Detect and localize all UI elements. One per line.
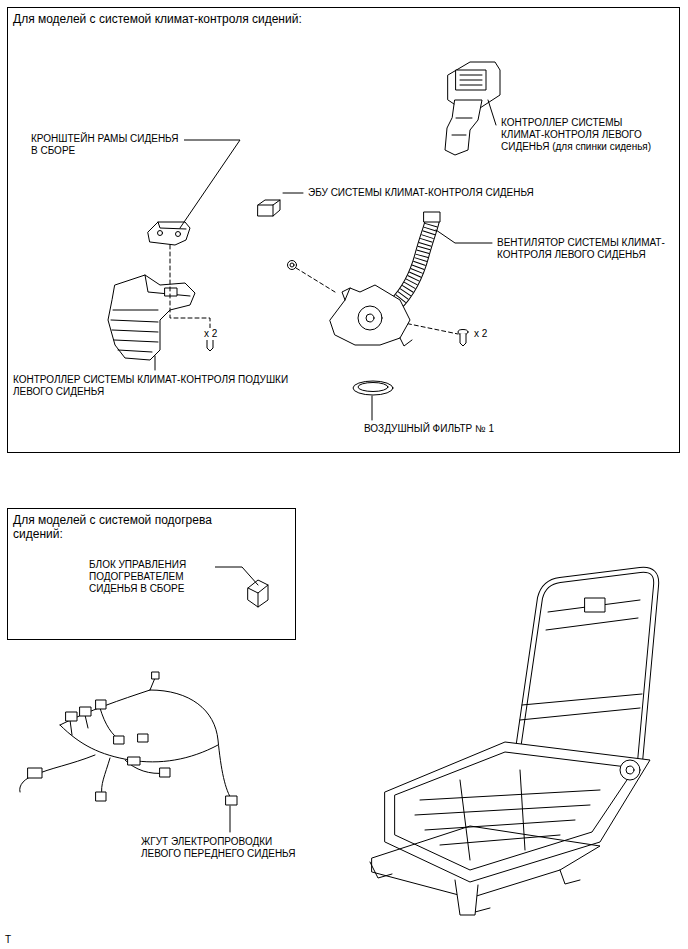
connector-plug — [226, 796, 237, 805]
frame-heading: Для моделей с системой климат-контроля с… — [8, 8, 679, 30]
fan — [395, 222, 432, 305]
cushion-controller — [111, 310, 158, 352]
nut — [288, 261, 297, 270]
leader-line — [155, 356, 156, 370]
fan — [358, 306, 382, 330]
heater-control — [248, 580, 268, 607]
air-filter — [353, 381, 393, 395]
ecu — [258, 200, 280, 216]
leader-line — [436, 230, 492, 243]
leader-line — [215, 567, 258, 585]
assembly-line — [296, 268, 335, 292]
wire-harness — [35, 755, 95, 775]
backrest-controller — [452, 118, 472, 135]
connector-plug — [138, 734, 148, 742]
nut — [288, 261, 297, 270]
connector-plug — [28, 768, 42, 778]
wire-harness — [60, 725, 218, 762]
cushion-controller — [165, 288, 177, 296]
connector-plug — [28, 672, 237, 805]
connector-plug — [96, 792, 106, 801]
fan — [395, 222, 432, 305]
bracket — [176, 232, 181, 237]
seat-frame — [515, 570, 656, 770]
fan — [330, 285, 410, 345]
leader-line — [488, 100, 496, 125]
bracket — [148, 222, 190, 245]
air-filter — [358, 383, 388, 392]
heater-control — [248, 580, 268, 607]
ecu — [258, 200, 280, 216]
figure-code: T — [4, 934, 12, 946]
fan — [424, 212, 440, 222]
seat-frame — [395, 752, 635, 870]
wire-harness — [150, 690, 232, 800]
connector-plug — [96, 700, 106, 709]
cushion-controller — [145, 275, 190, 296]
connector-plug — [160, 768, 170, 777]
wire-harness — [60, 690, 150, 725]
screw — [207, 339, 213, 351]
part-name: ЭБУ СИСТЕМЫ КЛИМАТ-КОНТРОЛЯ СИДЕНЬЯ — [307, 187, 535, 199]
fan — [395, 222, 432, 305]
heater-control — [248, 585, 268, 607]
bracket — [148, 222, 190, 245]
seat-frame — [385, 742, 650, 882]
wire-harness — [102, 758, 110, 795]
seat-frame — [620, 760, 640, 780]
wire-harness — [20, 678, 232, 800]
seat-frame — [515, 570, 656, 770]
fan — [342, 288, 412, 346]
assembly-line — [170, 245, 210, 332]
connector-plug — [128, 757, 140, 765]
seat-frame — [372, 826, 600, 898]
seat-frame — [455, 880, 478, 915]
part-name: ВОЗДУШНЫЙ ФИЛЬТР № 1 — [363, 423, 495, 435]
seat-frame — [460, 770, 525, 860]
seat-frame — [415, 790, 600, 845]
screw — [458, 330, 468, 335]
connector-plug — [114, 736, 124, 744]
connector-plug — [80, 707, 91, 716]
wire-harness — [100, 708, 120, 740]
leader-line — [155, 100, 496, 832]
part-name: ВЕНТИЛЯТОР СИСТЕМЫ КЛИМАТ-КОНТРОЛЯ ЛЕВОГ… — [496, 237, 666, 261]
ecu — [258, 200, 280, 216]
leader-line — [372, 396, 373, 420]
fan — [330, 212, 440, 346]
seat-frame — [626, 766, 634, 774]
fan — [366, 314, 374, 322]
seat-frame — [585, 598, 605, 612]
frame-heading: Для моделей с системой подогрева сидений… — [8, 509, 253, 545]
bracket — [158, 231, 163, 236]
connector-plug — [152, 672, 159, 679]
seat-frame — [370, 570, 656, 915]
backrest-controller — [456, 70, 486, 90]
part-name: ЖГУТ ЭЛЕКТРОПРОВОДКИ ЛЕВОГО ПЕРЕДНЕГО СИ… — [140, 836, 314, 860]
backrest-controller — [445, 62, 500, 155]
screw — [460, 334, 466, 346]
wire-harness — [150, 678, 155, 690]
backrest-controller — [445, 100, 482, 155]
nut — [290, 263, 294, 267]
connector-plug — [66, 712, 77, 721]
quantity: x 2 — [203, 328, 218, 340]
leader-line — [283, 193, 303, 194]
part-name: КОНТРОЛЛЕР СИСТЕМЫ КЛИМАТ-КОНТРОЛЯ ПОДУШ… — [12, 374, 304, 398]
quantity: x 2 — [473, 328, 488, 340]
leader-line — [230, 806, 231, 832]
part-name: КРОНШТЕЙН РАМЫ СИДЕНЬЯ В СБОРЕ — [30, 133, 184, 157]
part-name: БЛОК УПРАВЛЕНИЯ ПОДОГРЕВАТЕЛЕМ СИДЕНЬЯ В… — [88, 559, 215, 595]
seat-frame — [520, 694, 642, 720]
backrest-controller — [460, 75, 482, 85]
leader-line — [180, 140, 240, 228]
air-filter — [353, 381, 393, 395]
part-name: КОНТРОЛЛЕР СИСТЕМЫ КЛИМАТ-КОНТРОЛЯ ЛЕВОГ… — [500, 117, 662, 153]
